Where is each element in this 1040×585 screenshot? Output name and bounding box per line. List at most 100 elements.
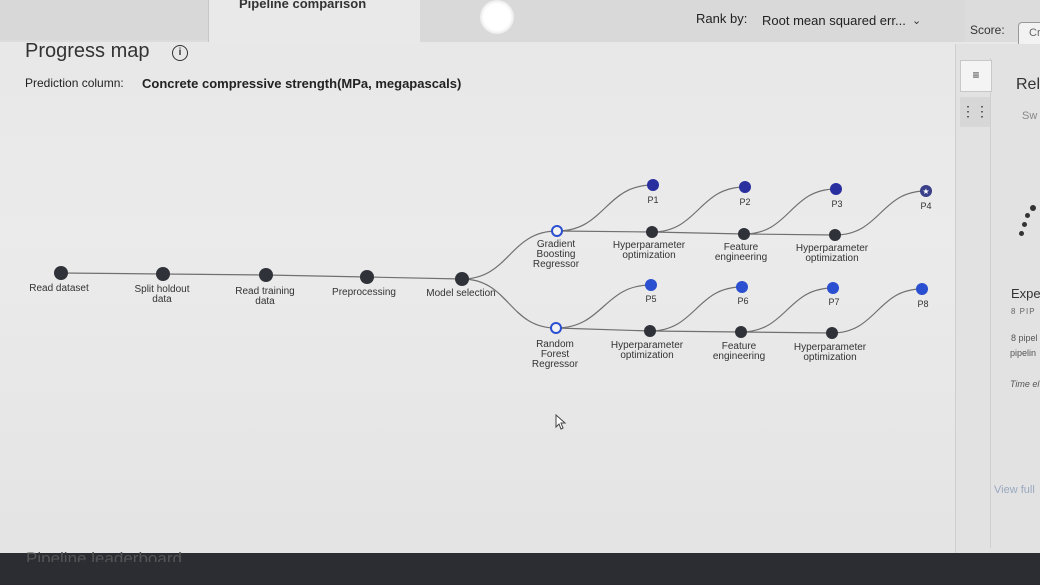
view-full-log-link[interactable]: View full: [994, 484, 1035, 496]
enhancement-label-line: engineering: [712, 351, 766, 362]
panel-subtext: Sw: [1022, 110, 1038, 122]
pipeline-node-p8[interactable]: [916, 283, 928, 295]
pipelines-text: 8 pipel: [1011, 333, 1038, 343]
step-label: Model selection: [426, 289, 495, 299]
edge: [743, 233, 836, 236]
mini-map-dot: [1025, 213, 1030, 218]
chain-edge: [60, 272, 164, 275]
model-node-gbr[interactable]: [551, 225, 563, 237]
enhancement-node-bottom-2[interactable]: [826, 327, 838, 339]
step-node-4[interactable]: [455, 272, 469, 286]
enhancement-node-top-0[interactable]: [646, 226, 658, 238]
pipeline-node-p4[interactable]: [920, 185, 932, 197]
mouse-cursor-icon: [555, 414, 567, 430]
page-title: Progress map: [25, 40, 150, 62]
step-label-line: Read dataset: [29, 283, 89, 294]
enhancement-label-line: optimization: [622, 250, 676, 261]
pipeline-node-p2[interactable]: [739, 181, 751, 193]
edge: [831, 288, 923, 334]
enhancement-label-line: Hyperparameter: [795, 243, 869, 254]
edge: [556, 230, 653, 233]
edge: [555, 327, 651, 332]
enhancement-node-top-1[interactable]: [738, 228, 750, 240]
pipeline-node-p6[interactable]: [736, 281, 748, 293]
pipeline-label: P5: [645, 294, 657, 304]
edge: [649, 286, 743, 332]
step-node-0[interactable]: [54, 266, 68, 280]
chain-edge: [366, 276, 463, 280]
right-panel: [955, 44, 1040, 554]
step-label: Preprocessing: [332, 288, 396, 298]
pipeline-node-p7[interactable]: [827, 282, 839, 294]
chevron-down-icon[interactable]: ⌄: [912, 15, 922, 27]
prediction-column-value: Concrete compressive strength(MPa, megap…: [142, 76, 462, 91]
experiment-summary-heading: Expe: [1011, 286, 1040, 301]
pipeline-node-p3[interactable]: [830, 183, 842, 195]
step-node-1[interactable]: [156, 267, 170, 281]
pipelines-text-2: pipelin: [1010, 348, 1037, 358]
pipeline-node-p1[interactable]: [647, 179, 659, 191]
view-toggle-button[interactable]: ≡: [960, 60, 992, 92]
pipeline-label: P2: [739, 197, 751, 207]
pipeline-node-p5[interactable]: [645, 279, 657, 291]
mini-map-dot: [1022, 222, 1027, 227]
enhancement-label-line: Hyperparameter: [612, 240, 686, 251]
tab-pipeline-comparison[interactable]: Pipeline comparison: [208, 0, 422, 42]
list-view-button[interactable]: ⋮⋮: [960, 97, 990, 127]
model-label-gbr-line: Gradient: [536, 239, 576, 250]
enhancement-label-line: engineering: [714, 252, 768, 263]
bottom-bar: [0, 553, 1040, 585]
screen-glare: [480, 0, 514, 34]
branch-edge-gbr: [461, 230, 558, 280]
pipeline-label: P6: [737, 296, 749, 306]
tab-left[interactable]: [0, 0, 208, 40]
rank-by-label: Rank by:: [696, 11, 748, 26]
branch-edge-rf: [461, 278, 557, 329]
map-nodes: ★: [54, 179, 932, 339]
tab-label: Pipeline comparison: [239, 0, 367, 11]
mini-map-dot: [1030, 205, 1036, 211]
model-label-gbr-line: Boosting: [536, 249, 576, 260]
enhancement-label-line: optimization: [803, 352, 857, 363]
pipeline-label: P7: [828, 297, 840, 307]
enhancement-node-bottom-1[interactable]: [735, 326, 747, 338]
rank-by-select[interactable]: Root mean squared err...: [762, 13, 906, 28]
prediction-column-label: Prediction column:: [25, 76, 124, 90]
chain-edge: [265, 274, 368, 278]
map-edges: [60, 184, 927, 334]
panel-heading: Rel: [1016, 76, 1040, 93]
pipeline-label: P3: [831, 199, 843, 209]
mini-map-dot: [1019, 231, 1024, 236]
model-label-gbr-line: Regressor: [532, 259, 580, 270]
edge: [743, 188, 837, 235]
step-label-line: data: [255, 296, 275, 307]
step-label-line: Model selection: [426, 288, 496, 299]
pipeline-label: P8: [917, 299, 929, 309]
enhancement-label-line: optimization: [620, 350, 674, 361]
edge: [555, 284, 652, 329]
enhancement-node-top-2[interactable]: [829, 229, 841, 241]
time-elapsed-label: Time el: [1010, 379, 1040, 389]
enhancement-label-line: Feature: [721, 341, 757, 352]
chain-edge: [162, 273, 267, 276]
pipeline-label: P4: [920, 201, 932, 211]
step-label-line: Split holdout: [134, 284, 190, 295]
star-icon: ★: [922, 187, 929, 196]
edge: [834, 190, 927, 236]
model-node-rf[interactable]: [550, 322, 562, 334]
model-label-rf-line: Regressor: [531, 359, 579, 370]
enhancement-node-bottom-0[interactable]: [644, 325, 656, 337]
info-icon[interactable]: i: [172, 45, 188, 61]
pipeline-label: P1: [647, 195, 659, 205]
progress-map: ★: [54, 179, 932, 339]
step-node-2[interactable]: [259, 268, 273, 282]
step-node-3[interactable]: [360, 270, 374, 284]
step-label-line: Read training: [235, 286, 295, 297]
